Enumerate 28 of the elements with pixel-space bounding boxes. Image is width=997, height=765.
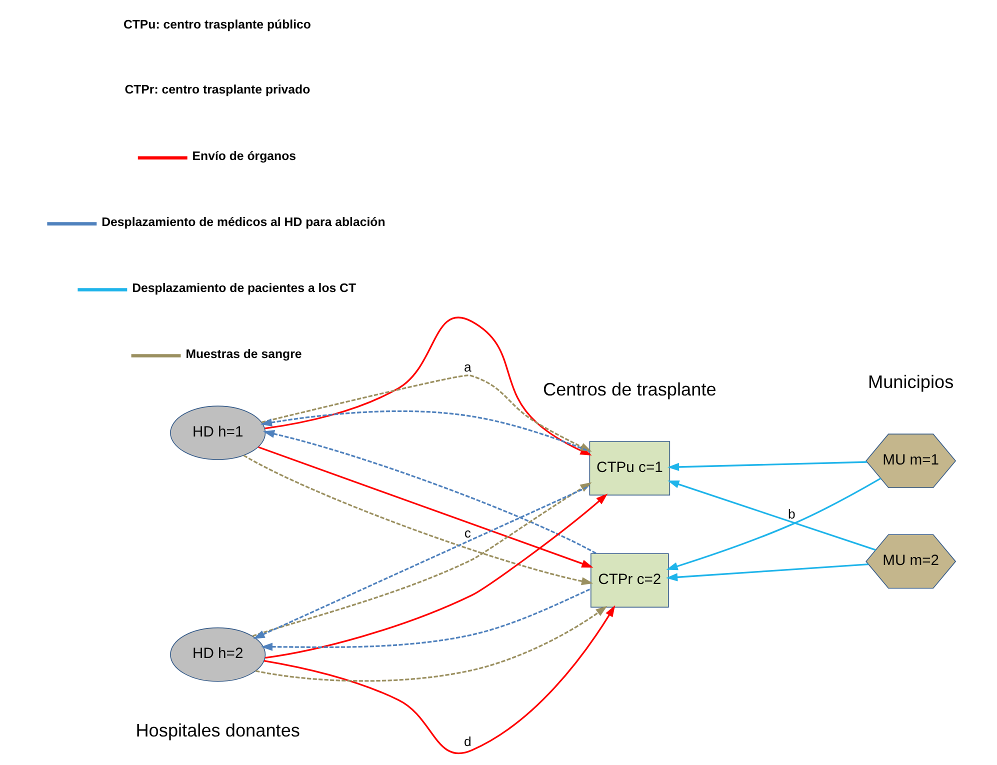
- arrow: [263, 605, 615, 754]
- edge-label: a: [464, 360, 471, 375]
- arrow: [667, 480, 876, 551]
- edge-label: c: [464, 525, 470, 540]
- arrow: [262, 430, 596, 554]
- arrow: [260, 588, 591, 651]
- arrow: [264, 494, 608, 659]
- arrow: [242, 454, 593, 586]
- label: CTPu: centro trasplante público: [122, 17, 310, 32]
- label: Centros de trasplante: [542, 379, 716, 400]
- node-box: CTPr c=2: [590, 553, 668, 608]
- label: Hospitales donantes: [135, 720, 300, 741]
- arrow: [666, 563, 868, 582]
- arrow: [666, 478, 881, 570]
- legend-label: Envío de órganos: [192, 148, 296, 163]
- node-box: CTPu c=1: [588, 441, 670, 496]
- arrow: [255, 606, 607, 682]
- arrow: [666, 461, 866, 472]
- legend-label: Desplazamiento de pacientes a los CT: [132, 280, 356, 295]
- edge-label: b: [788, 506, 795, 522]
- legend-label: Muestras de sangre: [185, 346, 302, 361]
- node-ellipse: HD h=1: [170, 406, 266, 460]
- legend-label: Desplazamiento de médicos al HD para ablación: [101, 214, 385, 229]
- arrow: [260, 410, 590, 452]
- edge-label: d: [464, 734, 471, 749]
- label: CTPr: centro trasplante privado: [124, 82, 310, 97]
- arrow: [260, 374, 592, 452]
- label: Municipios: [868, 372, 954, 392]
